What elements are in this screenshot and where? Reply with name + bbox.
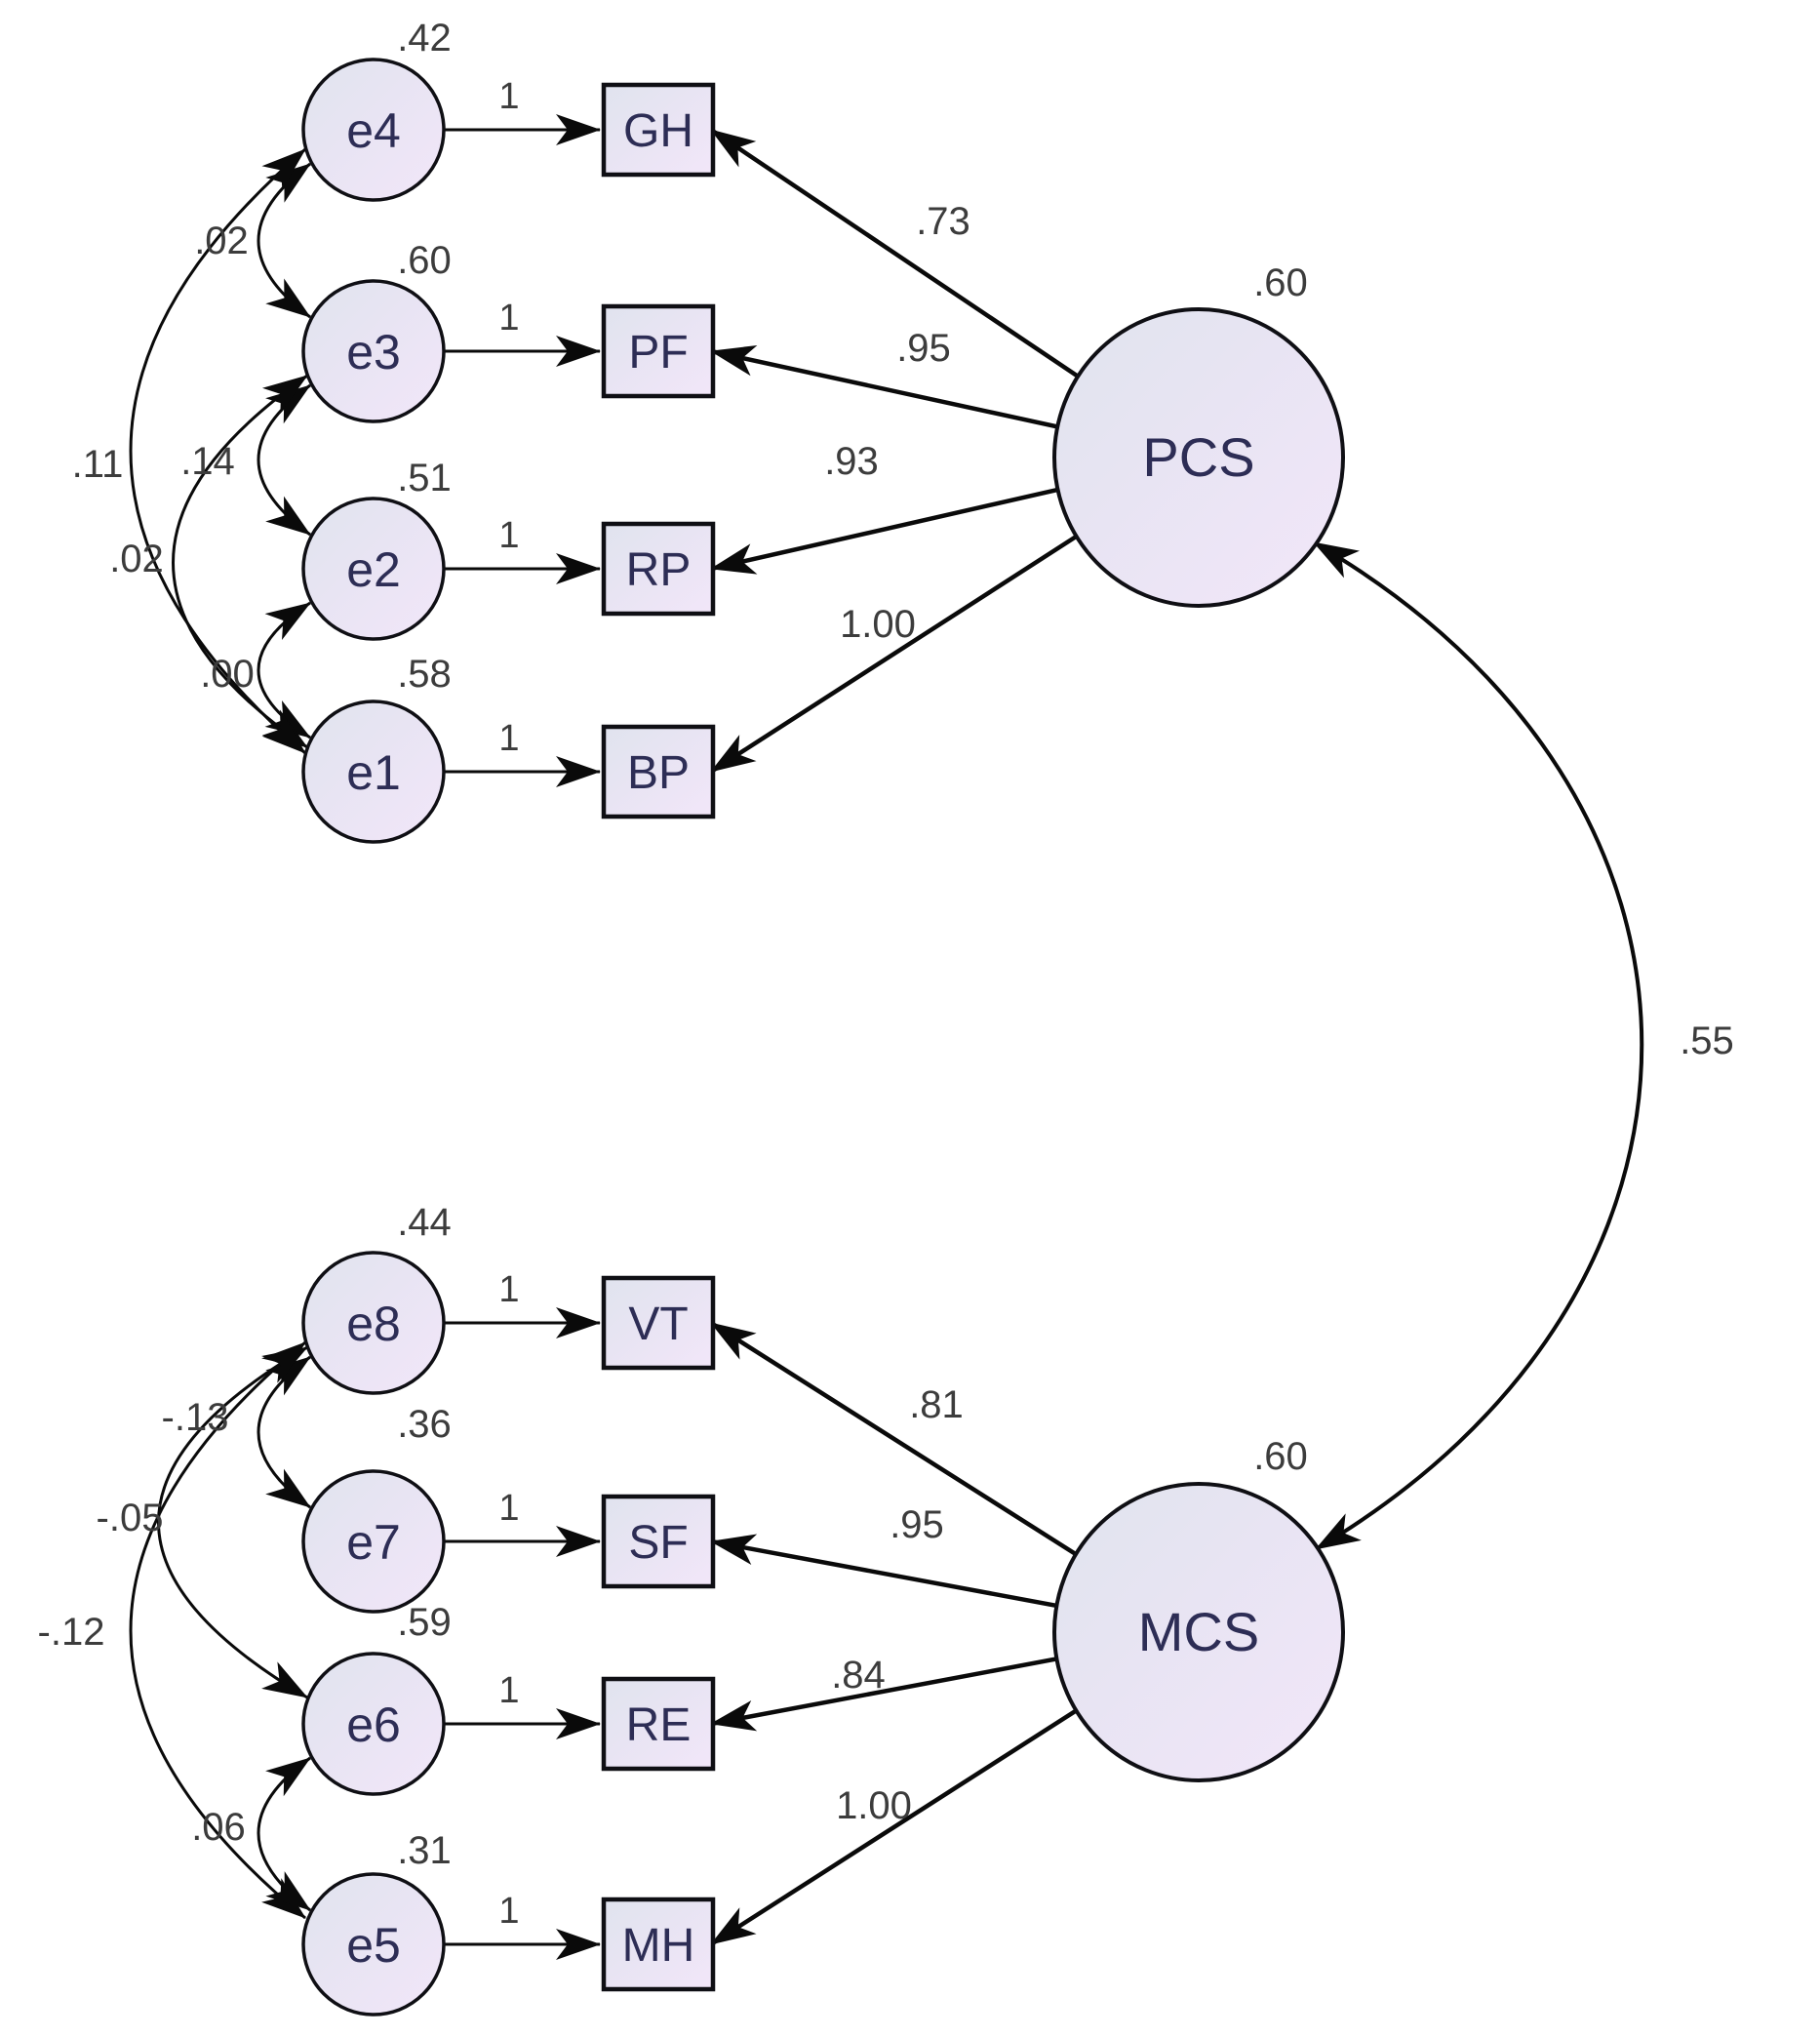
error-label-e6: e6: [346, 1698, 401, 1752]
covariance-value-e8-e7: -.13: [162, 1396, 229, 1439]
latent-label-mcs: MCS: [1138, 1601, 1259, 1662]
loading-value-bp: 1.00: [840, 603, 916, 646]
indicator-box-sf: [601, 1494, 716, 1589]
error-node-e6: [301, 1652, 446, 1796]
indicator-box-re: [601, 1676, 716, 1772]
loading-value-vt: .81: [909, 1383, 964, 1426]
covariance-value-e4-e3: .02: [194, 220, 249, 262]
loading-value-rp: .93: [824, 440, 879, 483]
weight-value-e1: 1: [498, 718, 519, 759]
indicator-label-mh: MH: [622, 1920, 695, 1972]
covariance-value-e3-e1: .02: [109, 538, 164, 580]
loading-value-pf: .95: [896, 327, 951, 370]
error-node-e1: [301, 699, 446, 844]
indicator-label-rp: RP: [626, 544, 692, 596]
indicator-box-bp: [601, 724, 716, 819]
variance-value-e3: .60: [397, 239, 452, 282]
indicator-label-pf: PF: [628, 327, 688, 379]
error-node-e4: [301, 58, 446, 202]
latent-node-mcs: [1052, 1482, 1345, 1782]
error-node-e5: [301, 1872, 446, 2017]
variance-value-e2: .51: [397, 457, 452, 499]
loading-value-gh: .73: [916, 200, 970, 243]
latent-node-pcs: [1052, 307, 1345, 608]
error-node-e8: [301, 1251, 446, 1395]
covariance-value-e6-e5: .06: [191, 1806, 246, 1849]
indicator-label-re: RE: [626, 1699, 692, 1751]
error-label-e7: e7: [346, 1515, 401, 1570]
loading-value-sf: .95: [890, 1503, 944, 1546]
variance-value-e5: .31: [397, 1829, 452, 1872]
covariance-curve-pcs-mcs: [1312, 540, 1644, 1551]
error-label-e5: e5: [346, 1918, 401, 1973]
weight-value-e3: 1: [498, 298, 519, 339]
error-label-e1: e1: [346, 745, 401, 800]
error-label-e2: e2: [346, 542, 401, 597]
variance-value-e7: .36: [397, 1403, 452, 1446]
covariance-curve-e3-e1: [172, 374, 308, 749]
indicator-label-vt: VT: [628, 1298, 688, 1350]
error-label-e3: e3: [346, 325, 401, 379]
indicator-label-gh: GH: [623, 105, 693, 157]
covariance-value-e8-e6: -.05: [97, 1497, 164, 1539]
weight-value-e8: 1: [498, 1269, 519, 1310]
variance-value-e6: .59: [397, 1601, 452, 1644]
weight-value-e5: 1: [498, 1891, 519, 1932]
indicator-box-pf: [601, 303, 716, 399]
weight-value-e4: 1: [498, 76, 519, 117]
error-node-e3: [301, 279, 446, 423]
covariance-curve-e4-e1: [129, 147, 306, 755]
covariance-value-e8-e5: -.12: [38, 1611, 105, 1654]
correlation-value-pcs-mcs: .55: [1680, 1019, 1734, 1062]
error-node-e7: [301, 1469, 446, 1614]
covariance-curve-e6-e5: [257, 1756, 311, 1912]
variance-value-e4: .42: [397, 17, 452, 60]
covariance-curve-e8-e6: [157, 1345, 308, 1699]
weight-value-e6: 1: [498, 1670, 519, 1711]
variance-value-e1: .58: [397, 653, 452, 696]
indicator-label-bp: BP: [627, 747, 690, 799]
indicator-box-rp: [601, 521, 716, 617]
weight-value-e2: 1: [498, 515, 519, 556]
latent-label-pcs: PCS: [1142, 426, 1254, 488]
covariance-curve-e8-e7: [257, 1355, 311, 1509]
variance-value-pcs: .60: [1253, 261, 1308, 304]
error-label-e8: e8: [346, 1297, 401, 1351]
indicator-box-vt: [601, 1275, 716, 1371]
covariance-value-e2-e1: .00: [200, 653, 255, 696]
variance-value-mcs: .60: [1253, 1435, 1308, 1478]
error-node-e2: [301, 497, 446, 641]
weight-value-e7: 1: [498, 1488, 519, 1529]
indicator-box-mh: [601, 1897, 716, 1992]
loading-value-mh: 1.00: [836, 1784, 912, 1827]
indicator-box-gh: [601, 82, 716, 178]
error-label-e4: e4: [346, 103, 401, 158]
covariance-curve-e8-e5: [129, 1340, 306, 1920]
loading-value-re: .84: [831, 1654, 886, 1697]
variance-value-e8: .44: [397, 1201, 452, 1244]
indicator-label-sf: SF: [628, 1517, 688, 1569]
covariance-value-e4-e1: .11: [72, 443, 124, 486]
covariance-value-e3-e2: .14: [180, 440, 235, 483]
